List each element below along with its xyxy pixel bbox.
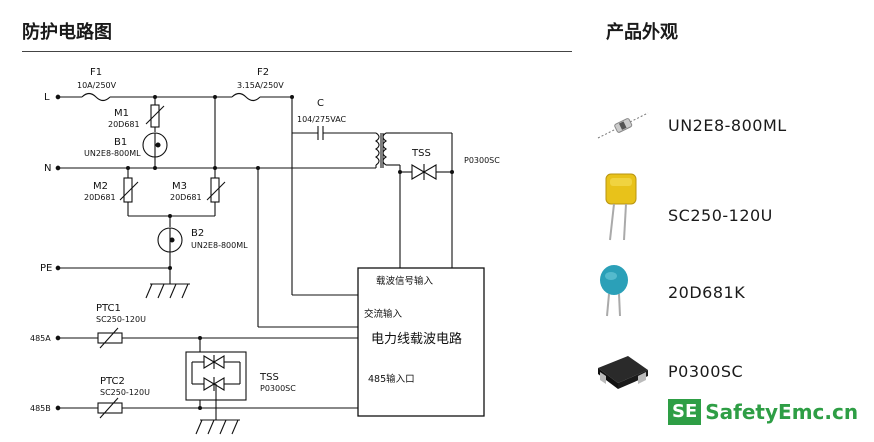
PTC2-name: PTC2 — [100, 376, 125, 387]
products-heading: 产品外观 — [606, 22, 678, 43]
line-label-485B: 485B — [30, 404, 51, 413]
line-label-L: L — [44, 92, 50, 103]
M1-name: M1 — [114, 108, 129, 119]
TSS-bottom-part: P0300SC — [260, 384, 296, 393]
F2-name: F2 — [257, 67, 269, 78]
TSS-top-part: P0300SC — [464, 156, 500, 165]
PTC1-name: PTC1 — [96, 303, 121, 314]
M1-part: 20D681 — [108, 120, 140, 129]
heading-underline — [22, 51, 572, 52]
M2-part: 20D681 — [84, 193, 116, 202]
TSS-bottom-name: TSS — [259, 372, 279, 383]
B2-part: UN2E8-800ML — [191, 241, 248, 250]
product-label-ptc: SC250-120U — [668, 206, 773, 225]
brand-badge: SE — [668, 399, 702, 425]
line-label-485A: 485A — [30, 334, 51, 343]
line-label-PE: PE — [40, 263, 52, 274]
M2-name: M2 — [93, 181, 108, 192]
box-title: 电力线载波电路 — [371, 331, 462, 347]
PTC2-part: SC250-120U — [100, 388, 150, 397]
product-label-tss: P0300SC — [668, 362, 744, 381]
product-label-gdt: UN2E8-800ML — [668, 116, 787, 135]
PTC1-part: SC250-120U — [96, 315, 146, 324]
box-485-input: 485输入口 — [368, 373, 415, 385]
B2-name: B2 — [191, 228, 204, 239]
F2-rating: 3.15A/250V — [237, 81, 284, 90]
box-ac-input: 交流输入 — [364, 308, 403, 320]
box-carrier-input: 载波信号输入 — [376, 275, 434, 287]
circuit-heading: 防护电路图 — [22, 22, 112, 43]
B1-name: B1 — [114, 137, 127, 148]
brand-text: SafetyEmc.cn — [705, 400, 859, 424]
M3-name: M3 — [172, 181, 187, 192]
brand-logo: SE SafetyEmc.cn — [668, 398, 858, 426]
B1-part: UN2E8-800ML — [84, 149, 141, 158]
TSS-top-name: TSS — [411, 148, 431, 159]
M3-part: 20D681 — [170, 193, 202, 202]
product-label-varistor: 20D681K — [668, 283, 746, 302]
F1-rating: 10A/250V — [77, 81, 117, 90]
line-label-N: N — [44, 163, 51, 174]
F1-name: F1 — [90, 67, 102, 78]
C-name: C — [317, 98, 324, 109]
C-rating: 104/275VAC — [297, 115, 347, 124]
